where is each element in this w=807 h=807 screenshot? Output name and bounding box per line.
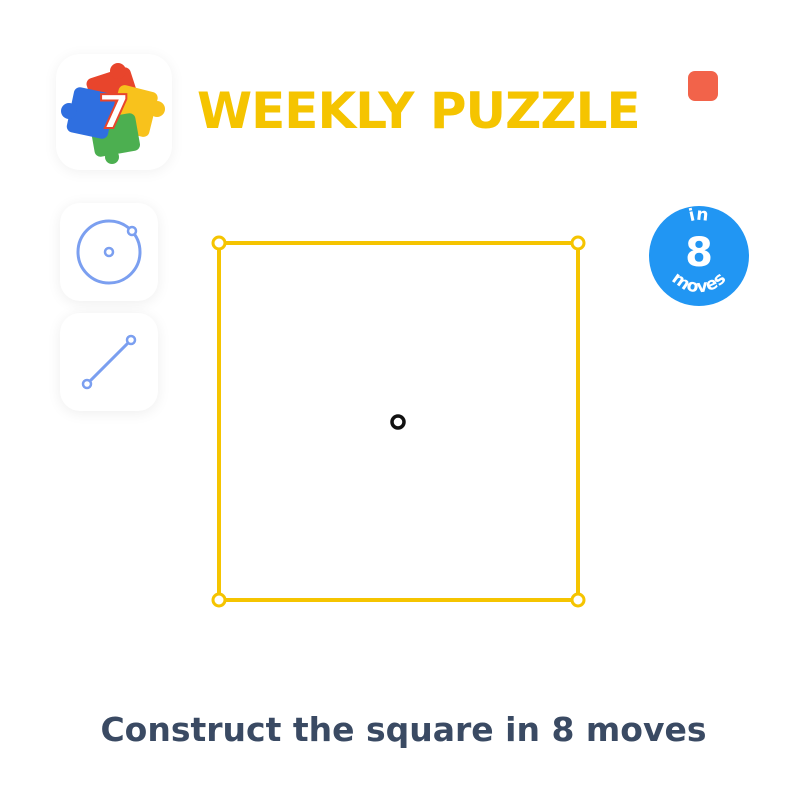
logo-piece-yellow-knob [149, 101, 165, 117]
square-vertex-bottom-left[interactable] [211, 592, 227, 608]
badge-top-text: in [687, 206, 709, 226]
moves-badge-ring: in moves [668, 206, 730, 298]
app-logo: 7 [56, 54, 172, 170]
logo-piece-blue-knob [61, 103, 77, 119]
square-vertex-top-left[interactable] [211, 235, 227, 251]
logo-digit: 7 [98, 85, 130, 139]
square-vertex-top-right[interactable] [570, 235, 586, 251]
logo-piece-red-knob [110, 63, 126, 79]
target-square [217, 241, 580, 602]
puzzle-logo-icon: 7 [61, 63, 165, 164]
center-point[interactable] [390, 414, 406, 430]
logo-piece-blue [66, 87, 116, 139]
page-title: WEEKLY PUZZLE [197, 82, 641, 140]
square-vertex-bottom-right[interactable] [570, 592, 586, 608]
logo-piece-green-knob [105, 150, 119, 164]
line-segment-icon [81, 334, 137, 390]
badge-number: 8 [685, 230, 713, 276]
compass-circle-icon [76, 219, 142, 285]
moves-badge: in moves 8 [649, 206, 749, 306]
line-tool-button[interactable] [60, 313, 158, 411]
circle-tool-button[interactable] [60, 203, 158, 301]
close-button[interactable] [688, 71, 718, 101]
instruction-text: Construct the square in 8 moves [100, 710, 707, 749]
